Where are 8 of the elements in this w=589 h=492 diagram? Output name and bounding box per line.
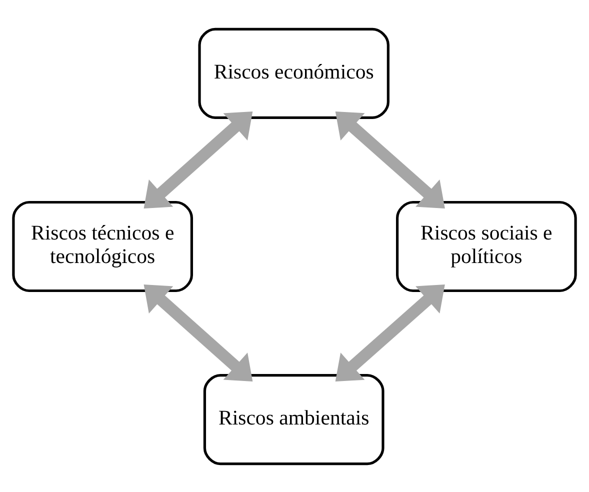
node-box: Riscos ambientais <box>203 374 384 465</box>
node-box: Riscos económicos <box>198 27 390 118</box>
node-box: Riscos sociais e políticos <box>396 200 577 292</box>
arrow <box>335 284 445 382</box>
arrow <box>335 110 445 208</box>
arrow <box>144 284 253 382</box>
arrow <box>144 110 253 208</box>
node-box: Riscos técnicos e tecnológicos <box>12 200 194 292</box>
